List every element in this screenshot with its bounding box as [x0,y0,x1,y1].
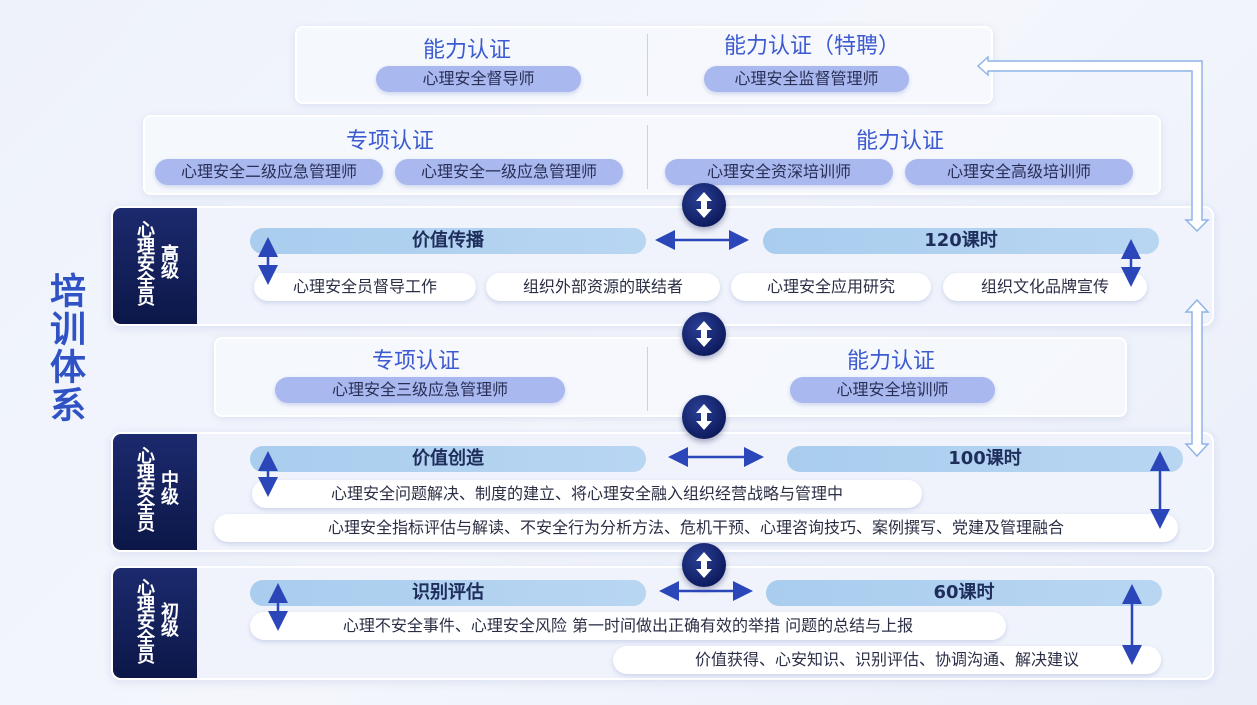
panel-divider [647,347,648,411]
middle-cert-panel: 专项认证 心理安全三级应急管理师 能力认证 心理安全培训师 [214,337,1127,417]
level-role-text: 心理安全员 [134,446,155,531]
senior-level-label: 心理安全员 高级 [113,208,197,324]
cert-pill: 心理安全三级应急管理师 [275,377,565,403]
senior-head-right: 120课时 [763,228,1159,254]
intermediate-head-right: 100课时 [787,446,1183,472]
up-down-arrow-icon [682,312,726,356]
junior-head-right: 60课时 [766,580,1162,606]
cert-pill: 心理安全一级应急管理师 [395,159,623,185]
cert-title-left: 专项认证 [345,129,434,154]
senior-item: 组织文化品牌宣传 [943,273,1147,301]
level-rank-text: 中级 [158,470,179,504]
level-role-text: 心理安全员 [134,220,155,305]
panel-divider [647,125,648,189]
cert-pill: 心理安全高级培训师 [905,159,1133,185]
second-cert-panel: 专项认证 心理安全二级应急管理师 心理安全一级应急管理师 能力认证 心理安全资深… [143,115,1161,195]
senior-item: 心理安全员督导工作 [254,273,476,301]
senior-item: 心理安全应用研究 [731,273,931,301]
senior-head-left: 价值传播 [250,228,646,254]
cert-title-right: 能力认证 [846,349,935,374]
cert-title-left: 专项认证 [371,349,460,374]
junior-item: 心理不安全事件、心理安全风险 第一时间做出正确有效的举措 问题的总结与上报 [250,612,1006,640]
senior-item: 组织外部资源的联结者 [486,273,720,301]
junior-level-label: 心理安全员 初级 [113,568,197,678]
senior-level-box: 心理安全员 高级 价值传播 120课时 心理安全员督导工作 组织外部资源的联结者… [111,206,1214,326]
junior-item: 价值获得、心安知识、识别评估、协调沟通、解决建议 [613,646,1161,674]
level-rank-text: 高级 [158,244,179,278]
cert-pill: 心理安全二级应急管理师 [155,159,383,185]
top-cert-panel: 能力认证 心理安全督导师 能力认证（特聘） 心理安全监督管理师 [295,26,993,104]
cert-title-right: 能力认证（特聘） [723,34,900,59]
intermediate-level-label: 心理安全员 中级 [113,434,197,550]
side-title: 培训体系 [44,272,85,424]
level-rank-text: 初级 [158,602,179,636]
intermediate-item: 心理安全指标评估与解读、不安全行为分析方法、危机干预、心理咨询技巧、案例撰写、党… [214,514,1178,542]
intermediate-level-box: 心理安全员 中级 价值创造 100课时 心理安全问题解决、制度的建立、将心理安全… [111,432,1214,552]
up-down-arrow-icon [682,395,726,439]
cert-pill: 心理安全监督管理师 [704,66,909,92]
up-down-arrow-icon [682,183,726,227]
intermediate-head-left: 价值创造 [250,446,646,472]
up-down-arrow-icon [682,543,726,587]
cert-pill: 心理安全培训师 [790,377,995,403]
cert-title-left: 能力认证 [422,38,511,63]
intermediate-item: 心理安全问题解决、制度的建立、将心理安全融入组织经营战略与管理中 [252,480,922,508]
cert-pill: 心理安全督导师 [376,66,581,92]
cert-title-right: 能力认证 [855,129,944,154]
junior-head-left: 识别评估 [250,580,646,606]
panel-divider [647,34,648,96]
level-role-text: 心理安全员 [134,578,155,663]
cert-pill: 心理安全资深培训师 [665,159,893,185]
junior-level-box: 心理安全员 初级 识别评估 60课时 心理不安全事件、心理安全风险 第一时间做出… [111,566,1214,680]
